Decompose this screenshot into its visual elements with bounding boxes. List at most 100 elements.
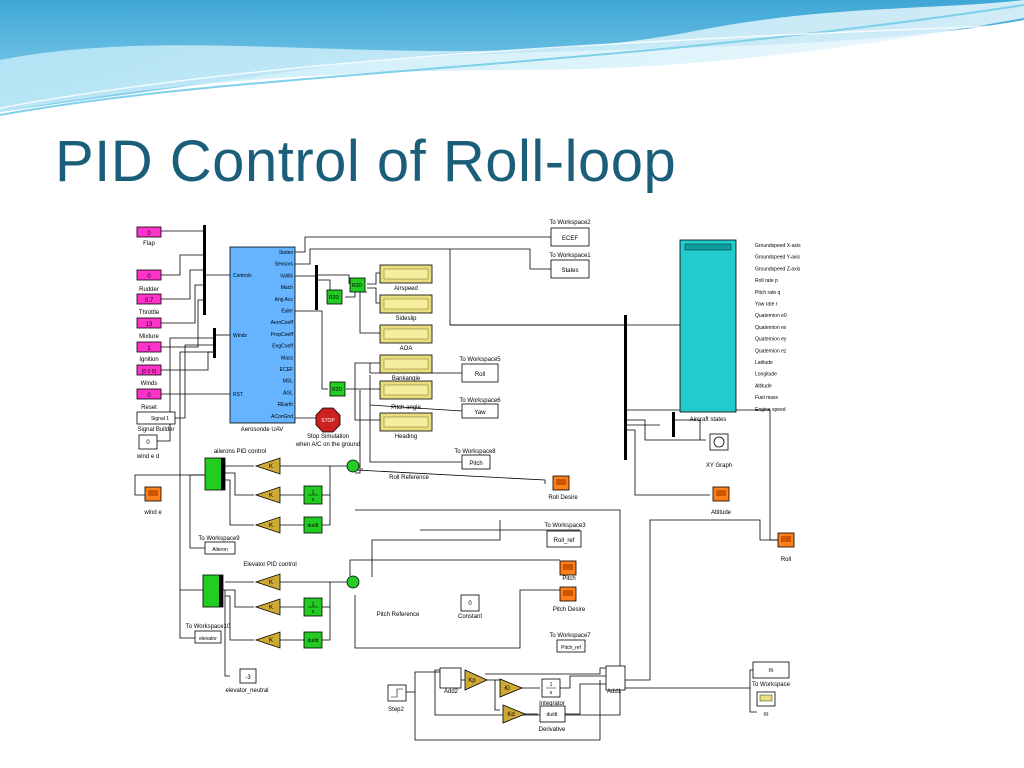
uav-output-port-label: VaWk: [280, 273, 293, 279]
integrator-label: Integrator: [539, 701, 565, 707]
uav-output-port-label: Mass: [281, 355, 293, 361]
add2-label: Add2: [444, 689, 459, 695]
roll-scope-label: Roll: [781, 557, 791, 563]
rad2deg-block-2[interactable]: [349, 277, 366, 293]
ws7-block[interactable]: [556, 639, 586, 653]
kp-gain[interactable]: [464, 669, 488, 691]
ki-label: Ki: [504, 686, 509, 692]
ws2-block[interactable]: [550, 227, 590, 247]
ignition-value: 1: [147, 346, 151, 352]
ws10-value: elevator: [199, 636, 217, 642]
ws9-block[interactable]: [204, 541, 236, 555]
throttle-value: 0.7: [145, 298, 154, 304]
aircraft-state-label: Quaternion ez: [755, 348, 787, 354]
uav-output-port-label: ECEF: [280, 367, 293, 373]
wind-e-d-label: wind e d: [136, 454, 159, 460]
elevator-sum[interactable]: [346, 575, 360, 589]
stop-simulation-block[interactable]: [315, 407, 341, 433]
uav-label: Aerosonde UAV: [241, 427, 284, 433]
add2-block[interactable]: [439, 667, 462, 689]
derivative-label: Derivative: [539, 727, 566, 733]
ignition-constant-block[interactable]: [136, 341, 162, 353]
uav-output-port-label: MSL: [283, 379, 294, 385]
winds-value: [0 0 0]: [142, 369, 157, 375]
ws10-block[interactable]: [194, 630, 222, 644]
elevator-neutral-value: -3: [245, 675, 251, 681]
winds-constant-block[interactable]: [136, 364, 162, 376]
stop-text: STOP: [321, 418, 335, 424]
aileron-ki-gain[interactable]: [254, 486, 281, 504]
elevator-derivative[interactable]: [303, 631, 323, 649]
constant-label: Constant: [458, 614, 482, 620]
derivative-text: du/dt: [546, 712, 558, 718]
signal-builder-label: Signal Builder: [137, 427, 174, 433]
ws-block[interactable]: [752, 661, 790, 679]
aileron-kp-label: K: [269, 464, 273, 470]
uav-rst-port: RST: [233, 392, 243, 398]
aircraft-states-panel: Aircraft states Groundspeed X-axisGround…: [679, 239, 801, 423]
elevator-kd-gain[interactable]: [254, 631, 281, 649]
rad2deg-label-1: R2D: [329, 295, 339, 301]
m-label: m: [764, 712, 769, 718]
uav-output-port-label: EngCoeff: [272, 344, 293, 350]
elevator-integ-num: 1: [312, 602, 315, 608]
throttle-constant-block[interactable]: [136, 293, 162, 305]
elevator-kd-label: K: [269, 638, 273, 644]
ki-gain[interactable]: [499, 678, 524, 698]
uav-output-port-label: AGL: [283, 390, 293, 396]
slide-title: PID Control of Roll-loop: [55, 129, 677, 194]
rudder-constant-block[interactable]: [136, 269, 162, 281]
constant-block[interactable]: [460, 594, 480, 612]
ws6-value: Yaw: [474, 410, 486, 416]
rad2deg-block-3[interactable]: [329, 381, 346, 397]
ws3-title: To Workspace3: [544, 523, 586, 529]
ws1-block[interactable]: [550, 259, 590, 279]
aileron-kd-label: K: [269, 523, 273, 529]
add1-label: Add1: [607, 689, 622, 695]
elevator-kp-gain[interactable]: [254, 573, 281, 591]
ws9-value: Aileron: [212, 547, 228, 553]
uav-output-port-label: AConGnd: [271, 414, 293, 420]
reset-constant-block[interactable]: [136, 388, 162, 400]
wind-e-d-constant-block[interactable]: [138, 434, 158, 450]
aileron-kp-gain[interactable]: [254, 457, 281, 475]
ws8-block[interactable]: [461, 454, 491, 470]
aircraft-state-label: Pitch rate q: [755, 290, 781, 296]
add1-block[interactable]: [605, 665, 626, 691]
kd-gain[interactable]: [502, 704, 527, 724]
ws5-block[interactable]: [461, 363, 499, 383]
aileron-kd-gain[interactable]: [254, 516, 281, 534]
rad2deg-block-1[interactable]: [326, 289, 343, 305]
derivative-block[interactable]: [539, 705, 566, 723]
pitch-reference-label: Pitch Reference: [377, 612, 420, 618]
xy-graph-label: XY Graph: [706, 463, 732, 469]
signal-builder-block[interactable]: [136, 411, 176, 425]
aileron-derivative[interactable]: [303, 516, 323, 534]
signal-wires: [134, 230, 778, 741]
aerosonde-uav-block[interactable]: Controls Winds RST StatesSensorsVaWkMach…: [229, 246, 296, 433]
elevator-integ-den: s: [312, 609, 315, 615]
rudder-label: Rudder: [139, 287, 159, 293]
ws1-value: States: [561, 268, 578, 274]
integrator-num: 1: [550, 682, 553, 688]
ws6-block[interactable]: [461, 403, 499, 419]
xy-graph-block[interactable]: [709, 433, 729, 451]
constant-value: 0: [468, 601, 472, 607]
aileron-deriv-label: du/dt: [307, 523, 319, 529]
ws9-title: To Workspace9: [198, 536, 240, 542]
mixture-label: Mixture: [139, 334, 159, 340]
mixture-constant-block[interactable]: [136, 317, 162, 329]
aileron-sum[interactable]: [346, 459, 360, 473]
elevator-ki-label: K: [269, 605, 273, 611]
elevator-neutral-block[interactable]: [239, 668, 257, 684]
aircraft-states-display[interactable]: [679, 239, 737, 413]
elevator-ki-gain[interactable]: [254, 598, 281, 616]
flap-constant-block[interactable]: [136, 226, 162, 238]
signal-builder-text: Signal 1: [151, 416, 169, 422]
ws7-value: Pitch_ref: [561, 645, 581, 651]
ws-value: m: [769, 668, 774, 674]
ws3-block[interactable]: [546, 530, 582, 548]
